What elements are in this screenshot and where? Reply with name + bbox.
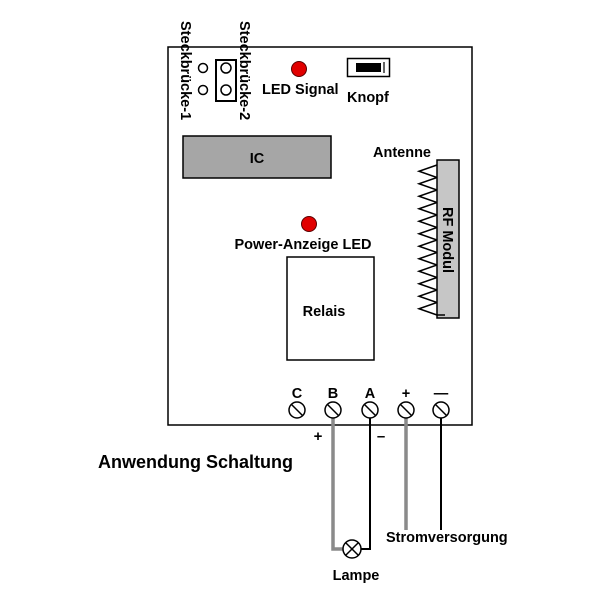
terminal-label-minus: — <box>434 386 449 402</box>
lamp-positive-wire <box>331 418 343 551</box>
jumper-2-label: Steckbrücke-2 <box>236 21 252 120</box>
jumper-1-pin-bottom <box>197 84 209 96</box>
screw-slot <box>290 403 304 417</box>
rf-module-label: RF Modul <box>439 207 455 273</box>
lamp-label: Lampe <box>333 568 380 584</box>
signal-led <box>291 61 307 77</box>
screw-slot <box>326 403 340 417</box>
terminal-screw-a <box>361 401 379 419</box>
push-button-actuator <box>356 63 381 72</box>
terminal-block <box>288 401 450 419</box>
relay <box>286 256 375 361</box>
terminal-label-a: A <box>365 386 376 402</box>
push-button <box>346 57 391 78</box>
lamp-icon <box>342 539 362 559</box>
terminal-label-plus: + <box>402 386 410 402</box>
lamp-positive-mark: + <box>314 428 323 445</box>
jumper-2-pin-top <box>220 62 232 74</box>
screw-slot <box>434 403 448 417</box>
power-led <box>301 216 317 232</box>
relay-label: Relais <box>303 304 346 320</box>
terminal-label-b: B <box>328 386 338 402</box>
lamp-negative-wire <box>361 418 371 550</box>
push-button-label: Knopf <box>347 90 389 106</box>
diagram-title: Anwendung Schaltung <box>98 452 293 472</box>
jumper-2-pin-bottom <box>220 84 232 96</box>
screw-slot <box>399 403 413 417</box>
ic-label: IC <box>250 151 265 167</box>
screw-slot <box>363 403 377 417</box>
rf-module <box>436 159 460 319</box>
power-led-label: Power-Anzeige LED <box>235 237 372 253</box>
jumper-1-pin-top <box>197 62 209 74</box>
jumper-2 <box>215 59 237 102</box>
terminal-screw-plus <box>397 401 415 419</box>
ic-chip <box>182 135 332 179</box>
terminal-screw-c <box>288 401 306 419</box>
terminal-screw-b <box>324 401 342 419</box>
antenna-label: Antenne <box>373 145 431 161</box>
jumper-1-label: Steckbrücke-1 <box>177 21 193 120</box>
jumper-1 <box>197 62 209 96</box>
lamp-negative-mark: – <box>377 428 385 445</box>
power-supply-label: Stromversorgung <box>386 530 508 546</box>
lamp-cross-b <box>345 542 359 556</box>
wiring <box>331 418 442 551</box>
signal-led-label: LED Signal <box>262 82 339 98</box>
board-outline <box>167 46 473 426</box>
terminal-label-c: C <box>292 386 303 402</box>
receiver-board: LED Signal Knopf IC Antenne RF Modul Pow… <box>167 46 473 426</box>
terminal-screw-minus <box>432 401 450 419</box>
